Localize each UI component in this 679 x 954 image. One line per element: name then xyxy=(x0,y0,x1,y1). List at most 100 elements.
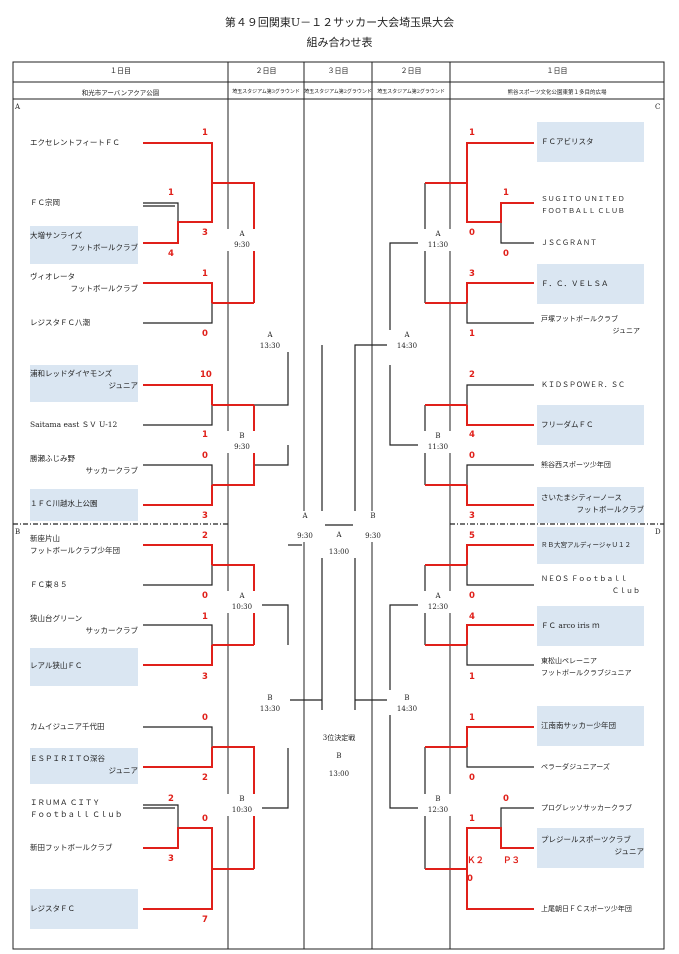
score: 3 xyxy=(202,228,208,238)
right-team: ＲＢ大宮アルディージャＵ１２ xyxy=(537,527,644,564)
score: 0 xyxy=(503,794,509,804)
score: 3 xyxy=(168,854,174,864)
score: 3 xyxy=(202,511,208,521)
right-team: 熊谷西スポーツ少年団 xyxy=(541,461,611,469)
left-team: Saitama east ＳＶ U-12 xyxy=(30,420,118,429)
score: Ｋ２ xyxy=(467,856,485,866)
score: 0 xyxy=(503,249,509,259)
left-team: カムイジュニア千代田 xyxy=(30,722,105,731)
score: 0 xyxy=(467,874,473,884)
score: 1 xyxy=(469,329,475,339)
score: 10 xyxy=(200,370,212,380)
right-team: 戸塚フットボールクラブジュニア xyxy=(541,315,640,335)
score: 1 xyxy=(202,430,208,440)
right-team: 上尾朝日ＦＣスポーツ少年団 xyxy=(541,905,632,913)
score: 0 xyxy=(202,713,208,723)
score: 1 xyxy=(469,128,475,138)
right-team: プレジールスポーツクラブジュニア xyxy=(537,828,644,868)
score: 0 xyxy=(469,591,475,601)
right-team: 江南南サッカー少年団 xyxy=(537,706,644,746)
score: 3 xyxy=(469,511,475,521)
left-team: ＥＳＰＩＲＩＴＯ深谷ジュニア xyxy=(30,748,138,784)
left-team: レアル狭山ＦＣ xyxy=(30,648,138,686)
right-team: ＦＣ arco iris ｍ xyxy=(537,606,644,646)
col4-day: ２日目 xyxy=(400,67,422,75)
score: 0 xyxy=(469,773,475,783)
score: 0 xyxy=(469,451,475,461)
score: 4 xyxy=(168,249,174,259)
score: 2 xyxy=(202,531,208,541)
score: 2 xyxy=(168,794,174,804)
score: 1 xyxy=(168,188,174,198)
score: 2 xyxy=(202,773,208,783)
col3-day: ３日目 xyxy=(327,67,349,75)
score: 2 xyxy=(469,370,475,380)
right-team: フリーダムＦＣ xyxy=(537,405,644,445)
page-title: 第４９回関東U－１２サッカー大会埼玉県大会 xyxy=(224,16,455,29)
left-team: 勝瀬ふじみ野サッカークラブ xyxy=(30,454,138,475)
left-team: レジスタＦＣ八潮 xyxy=(30,318,90,327)
score: Ｐ３ xyxy=(503,856,521,866)
left-team: エクセレントフィートＦＣ xyxy=(30,138,120,147)
left-team: 新田フットボールクラブ xyxy=(30,843,113,852)
score: 0 xyxy=(202,329,208,339)
block-b-label: B xyxy=(15,528,21,536)
score: 0 xyxy=(202,814,208,824)
right-team: Ｆ．Ｃ．ＶＥＬＳＡ xyxy=(537,264,644,304)
left-team: レジスタＦＣ xyxy=(30,889,138,929)
col1-venue: 和光市アーバンアクア公園 xyxy=(81,89,160,97)
score: 4 xyxy=(469,430,475,440)
col1-day: １日目 xyxy=(110,67,131,75)
col5-day: １日目 xyxy=(546,67,568,75)
score: 0 xyxy=(202,451,208,461)
score: 1 xyxy=(202,269,208,279)
score: 1 xyxy=(469,814,475,824)
col2-venue: 埼玉スタジアム第3グラウンド xyxy=(232,89,300,95)
right-team: ＫＩＤＳＰＯＷＥＲ．ＳＣ xyxy=(541,381,625,389)
score: 1 xyxy=(469,713,475,723)
right-team: 東松山ペレーニアフットボールクラブジュニア xyxy=(541,657,632,677)
col4-venue: 埼玉スタジアム第2グラウンド xyxy=(377,89,445,95)
left-team: ヴィオレータフットボールクラブ xyxy=(30,272,138,293)
block-c-label: C xyxy=(655,103,661,111)
left-team: ＦＣ東８５ xyxy=(30,580,68,589)
score: 1 xyxy=(469,672,475,682)
left-team: １ＦＣ川越水上公園 xyxy=(30,489,138,521)
score: 0 xyxy=(469,228,475,238)
left-team: 浦和レッドダイヤモンズジュニア xyxy=(30,365,138,402)
col5-venue: 熊谷スポーツ文化公園東第１多目的広場 xyxy=(507,90,607,96)
right-team: ＦＣアビリスタ xyxy=(537,122,644,162)
block-d-label: D xyxy=(655,528,661,536)
page-subtitle: 組み合わせ表 xyxy=(306,36,373,49)
score: 7 xyxy=(202,915,208,925)
score: 3 xyxy=(202,672,208,682)
right-team: プログレッソサッカークラブ xyxy=(541,804,632,812)
score: 0 xyxy=(202,591,208,601)
score: 1 xyxy=(202,128,208,138)
score: 4 xyxy=(469,612,475,622)
col2-day: ２日目 xyxy=(255,67,277,75)
col3-venue: 埼玉スタジアム第2グラウンド xyxy=(304,89,372,95)
left-team: 新座片山フットボールクラブ少年団 xyxy=(30,534,120,555)
score: 3 xyxy=(469,269,475,279)
left-team: 大増サンライズフットボールクラブ xyxy=(30,226,138,264)
